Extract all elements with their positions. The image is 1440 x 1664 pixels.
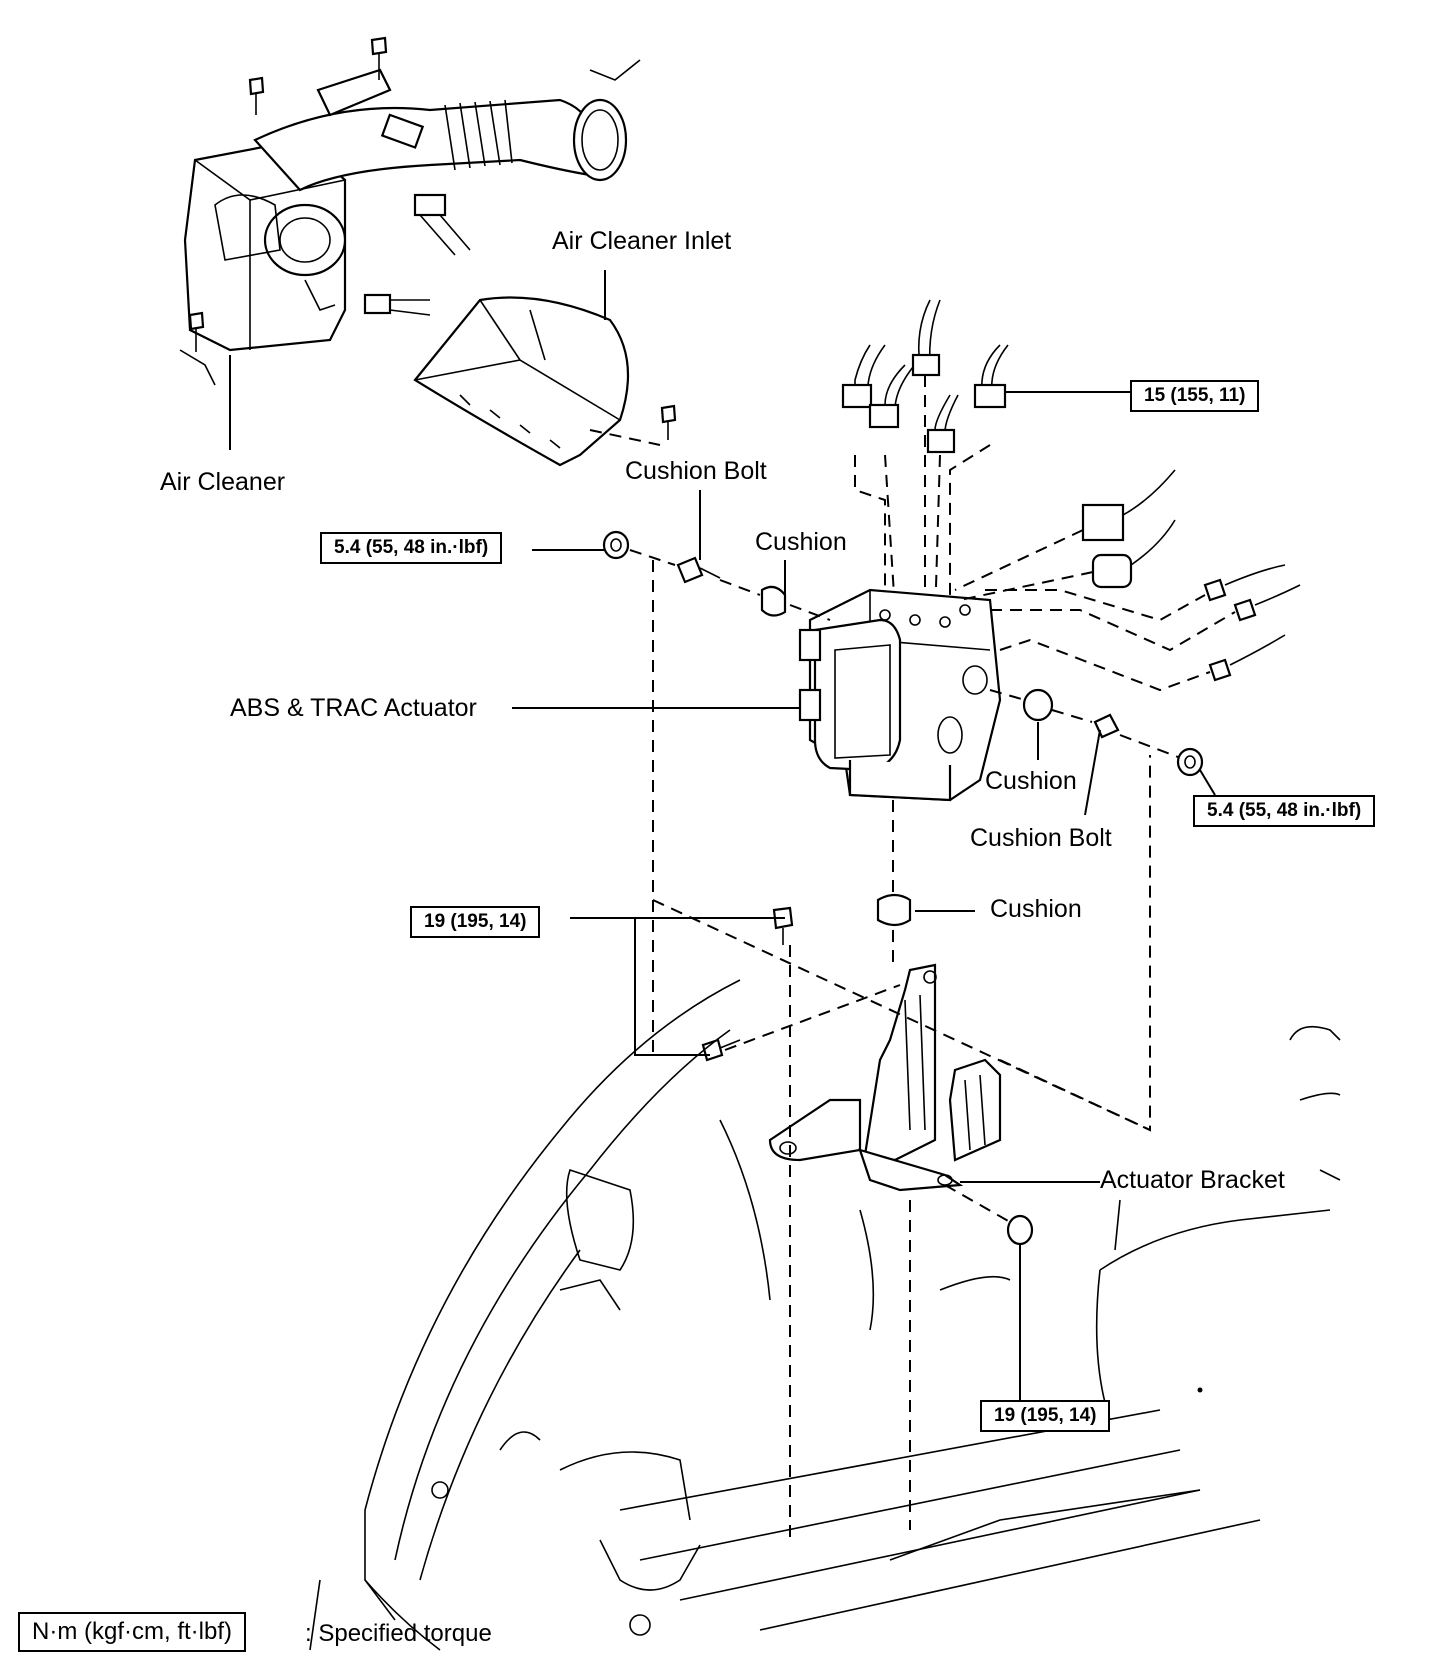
brake-line-fittings bbox=[841, 299, 1130, 621]
air-cleaner-inlet-drawing bbox=[413, 296, 677, 467]
air-cleaner-label: Air Cleaner bbox=[160, 468, 286, 496]
cushion-upper-left-label: Cushion bbox=[755, 528, 847, 556]
alignment-lines bbox=[652, 560, 1151, 1540]
air-cleaner-drawing bbox=[179, 36, 641, 386]
actuator-bracket-drawing bbox=[768, 963, 1002, 1192]
torque-box-bracket-bolts: 19 (195, 14) bbox=[410, 906, 541, 938]
bolt-icon bbox=[248, 76, 265, 115]
right-mount-hardware bbox=[989, 688, 1204, 777]
bracket-nut bbox=[944, 1184, 1034, 1246]
vehicle-body-outline bbox=[309, 979, 1341, 1651]
lower-cushion bbox=[876, 800, 912, 927]
torque-box-bracket-nut: 19 (195, 14) bbox=[980, 1400, 1111, 1432]
bolt-icon bbox=[701, 1038, 741, 1062]
legend-description: : Specified torque bbox=[305, 1620, 492, 1647]
air-cleaner-inlet-label: Air Cleaner Inlet bbox=[552, 227, 732, 255]
bolt-icon bbox=[772, 906, 794, 945]
torque-box-nut-left: 5.4 (55, 48 in.·lbf) bbox=[320, 532, 503, 564]
bolt-icon bbox=[660, 404, 677, 440]
cushion-right-label: Cushion bbox=[985, 767, 1077, 795]
left-mount-hardware bbox=[602, 530, 831, 621]
cushion-lower-label: Cushion bbox=[990, 895, 1082, 923]
bolt-icon bbox=[188, 311, 205, 352]
legend-unit-box: N·m (kgf·cm, ft·lbf) bbox=[18, 1612, 246, 1652]
torque-box-brake-lines: 15 (155, 11) bbox=[1130, 380, 1260, 412]
leader-lines bbox=[229, 270, 1216, 1410]
cushion-bolt-upper-label: Cushion Bolt bbox=[625, 457, 767, 485]
connectors-drawing bbox=[954, 469, 1301, 692]
torque-box-nut-right: 5.4 (55, 48 in.·lbf) bbox=[1193, 795, 1376, 827]
abs-trac-actuator-label: ABS & TRAC Actuator bbox=[230, 694, 477, 722]
cushion-bolt-lower-label: Cushion Bolt bbox=[970, 824, 1112, 852]
abs-actuator-drawing bbox=[798, 588, 1002, 802]
bolt-icon bbox=[370, 36, 388, 80]
actuator-bracket-label: Actuator Bracket bbox=[1100, 1166, 1285, 1194]
